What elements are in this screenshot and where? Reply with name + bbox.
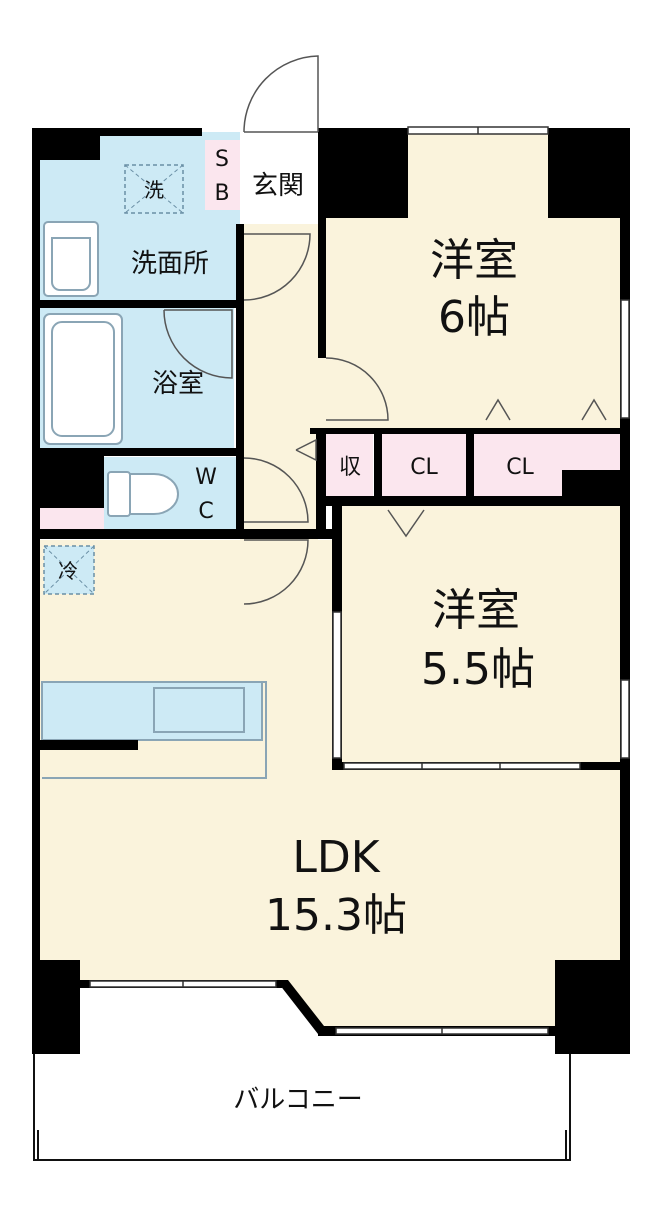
ldk-floor [40,540,620,1030]
balcony-rail [33,1054,571,1161]
closet-storage-label: 収 [339,455,361,480]
closet-a-label: CL [410,455,438,480]
storage-strip-floor [40,508,104,530]
toilet-label-bottom: C [198,499,213,524]
entrance-floor [240,132,318,224]
western-5-5-floor [340,505,620,767]
washroom-door-swing [243,233,311,301]
doors [163,55,607,605]
toilet-door-swing [243,457,309,523]
western-5-5-name: 洋室 [432,585,520,636]
closet-storage-floor [326,432,373,496]
western-6-door-swing [325,357,389,421]
fridge-space [43,545,95,595]
closet-a-floor [382,432,466,496]
shoe-box-floor [205,140,240,210]
bathroom-door-swing [163,309,233,379]
fixtures [41,221,267,779]
fridge-label: 冷 [58,559,78,583]
western-6-size: 6帖 [438,292,510,343]
entrance-label: 玄関 [252,171,304,201]
front-door-swing [243,55,319,133]
washer-space [124,164,184,214]
bathroom-label: 浴室 [152,369,204,399]
balcony-label: バルコニー [233,1085,362,1115]
toilet-label-top: W [195,465,217,490]
kitchen-counter-edge [40,740,138,750]
shoe-box-label-bottom: B [214,181,229,206]
toilet-tank [107,471,131,517]
shoe-box-label-top: S [215,147,229,172]
walls [32,128,630,1054]
ldk-name: LDK [292,832,380,883]
windows [89,126,630,1035]
closet-b-label: CL [506,455,534,480]
western-5-5-size: 5.5帖 [421,644,535,695]
western-6-name: 洋室 [430,235,518,286]
toilet-bowl [129,473,179,515]
washroom-label: 洗面所 [131,249,209,279]
ldk-door-swing [243,539,309,605]
ldk-size: 15.3帖 [265,890,407,941]
washer-label: 洗 [144,178,164,202]
